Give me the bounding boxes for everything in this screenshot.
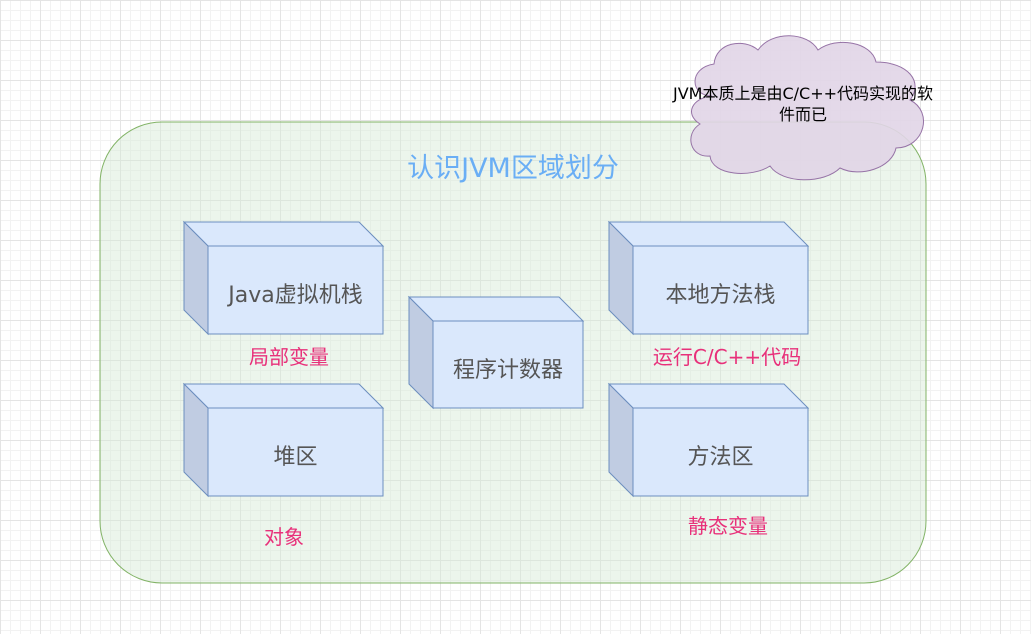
java-stack-block[interactable] bbox=[182, 220, 385, 336]
java-stack-block-front bbox=[207, 245, 384, 335]
native-stack-block-front bbox=[632, 245, 809, 335]
method-area-block-top bbox=[607, 383, 810, 409]
native-stack-block[interactable] bbox=[607, 220, 810, 336]
cloud-text: JVM本质上是由C/C++代码实现的软件而已 bbox=[672, 84, 934, 124]
heap-block[interactable] bbox=[182, 382, 385, 498]
native-stack-block-top bbox=[607, 221, 810, 247]
method-area-annotation: 静态变量 bbox=[688, 514, 768, 538]
method-area-label: 方法区 bbox=[687, 445, 754, 470]
native-stack-label: 本地方法栈 bbox=[665, 283, 776, 308]
heap-label: 堆区 bbox=[273, 445, 318, 470]
pc-register-block-top bbox=[407, 296, 585, 322]
java-stack-block-top bbox=[182, 221, 385, 247]
heap-annotation: 对象 bbox=[264, 525, 304, 549]
pc-register-block-front bbox=[432, 320, 584, 409]
native-stack-annotation: 运行C/C++代码 bbox=[652, 345, 802, 369]
region-title: 认识JVM区域划分 bbox=[407, 153, 619, 184]
java-stack-label: Java虚拟机栈 bbox=[228, 283, 363, 308]
cloud-shape[interactable] bbox=[690, 35, 925, 181]
pc-register-block[interactable] bbox=[407, 295, 585, 410]
method-area-block[interactable] bbox=[607, 382, 810, 498]
pc-register-label: 程序计数器 bbox=[452, 358, 563, 383]
heap-block-front bbox=[207, 407, 384, 497]
java-stack-annotation: 局部变量 bbox=[249, 345, 329, 369]
heap-block-top bbox=[182, 383, 385, 409]
method-area-block-front bbox=[632, 407, 809, 497]
